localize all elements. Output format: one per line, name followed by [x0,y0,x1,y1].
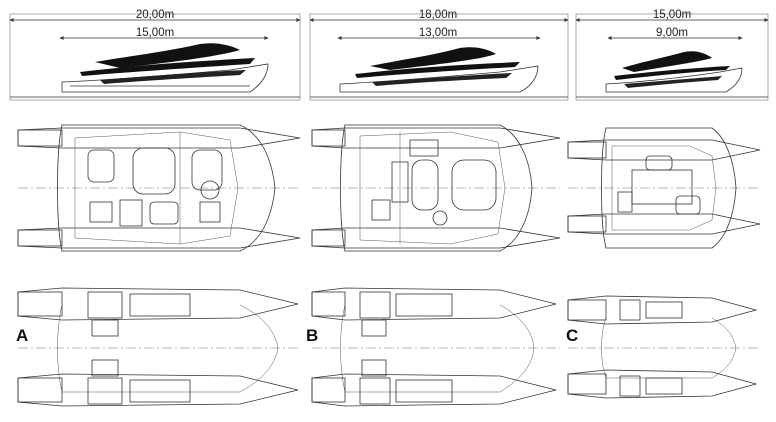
panel-a: 20,00m 15,00m [9,9,301,407]
panel-b-hull-length: 13,00m [419,27,457,39]
panel-c-label: C [566,326,579,345]
panel-c-hull-plan [567,295,760,399]
panel-b-deck-plan [311,124,561,252]
panel-b-label: B [306,326,319,345]
panel-c-hull-length: 9,00m [656,27,688,39]
panel-a-deck-plan [17,124,301,252]
panel-c-side-profile: 15,00m 9,00m [575,9,769,101]
panel-a-hull-plan [17,287,300,407]
panel-b-overall-length: 18,00m [419,9,457,21]
panel-a-label: A [16,326,29,345]
panel-a-overall-length: 20,00m [136,9,174,21]
panel-b-side-profile: 18,00m 13,00m [309,9,569,101]
panel-a-hull-length: 15,00m [136,27,174,39]
panel-c-deck-plan [567,127,761,249]
panel-c: 15,00m 9,00m [567,9,769,399]
panel-b: 18,00m 13,00m [309,9,569,407]
panel-a-side-profile: 20,00m 15,00m [9,9,301,101]
panel-b-hull-plan [311,287,560,407]
panel-c-overall-length: 15,00m [653,9,691,21]
